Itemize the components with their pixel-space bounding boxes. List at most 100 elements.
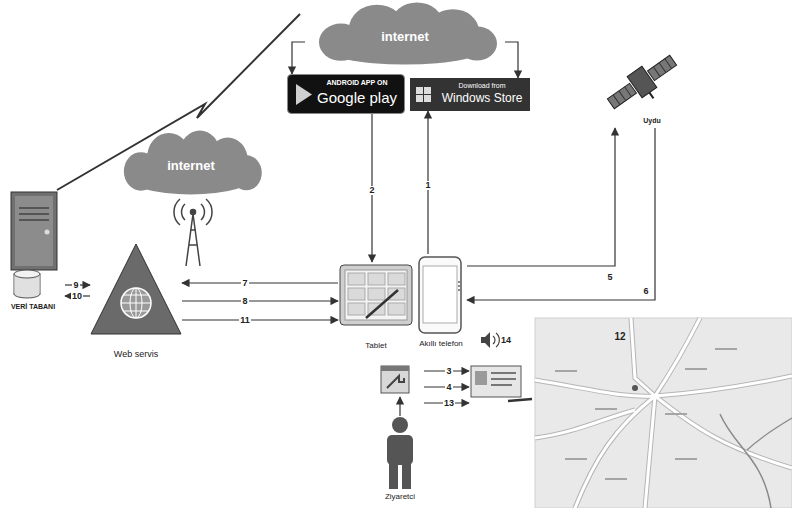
speaker-wave [493,336,495,344]
tablet-screen [345,270,407,320]
step-number: 9 [72,281,79,290]
database-icon [5,188,65,318]
screen-tile [368,273,385,285]
stylus [366,290,398,318]
cloud-lobe [457,27,497,61]
app-titlebar [381,366,409,371]
panel-stripe [659,63,666,73]
smartphone-icon [415,254,467,352]
street-mark [715,348,737,350]
flow-arrow [292,42,305,74]
screen-tile [348,288,365,300]
step-number: 11 [239,316,251,325]
badge-body [288,75,405,114]
radio-link [57,14,300,190]
card-line [491,384,512,386]
river [747,418,792,450]
satellite-body [603,50,684,121]
road-edge [655,318,700,396]
app-window [381,366,409,393]
person-leg [389,463,398,489]
step-number: 1 [424,181,431,190]
satellite: Uydu [600,50,685,128]
street-mark [555,370,577,372]
flow-arrow [467,128,615,266]
internet-cloud: internet [305,0,505,68]
map-label: 12 [614,332,625,342]
step-number: 13 [443,399,455,408]
screen-tile [388,273,405,285]
internet-cloud-label: internet [381,30,429,43]
play-logo [296,84,312,105]
server-tower [11,192,57,270]
db-top [14,270,40,278]
card-body [471,366,521,397]
solar-panel [607,83,636,108]
phone-dot [458,281,460,283]
phone-dot [458,289,460,291]
server-slot [19,213,49,215]
speaker-icon [481,332,499,348]
step-number: 14 [500,336,512,345]
flow-arrow [182,282,338,283]
phone-screen [423,266,457,323]
antenna-top [191,210,196,215]
internet-cloud-label: internet [167,159,215,172]
speaker-wave [496,333,499,347]
person-head [392,417,408,433]
server-slot [19,207,49,209]
map-icon [535,318,792,508]
panel-stripe [613,95,620,105]
satellite-label: Uydu [643,117,661,124]
app-icon [381,366,409,393]
antenna-wave [174,199,180,225]
flow-arrow [467,128,655,300]
tablet: Tablet [338,262,414,352]
visitor: Ziyaretci [375,415,425,503]
antenna-wave [206,199,212,225]
step-number: 4 [445,383,452,392]
service-triangle [91,244,181,334]
store-badge: ANDROID APP ONGoogle play [287,74,405,114]
visitor-arrow [399,397,400,416]
person-leg [402,463,411,489]
windows-logo [416,95,423,102]
antenna-wave [201,204,204,220]
speaker-body [481,332,490,348]
street-mark [685,368,707,370]
satellite-icon [600,50,685,128]
web-service: Web servis [90,240,182,368]
antenna-mast [186,214,200,266]
tablet-label: Tablet [365,342,386,350]
badge-body [410,78,530,111]
visitor-label: Ziyaretci [385,493,415,501]
tablet-icon [338,262,414,352]
step-number: 6 [642,287,649,296]
road-edge [655,396,792,468]
road [655,396,792,468]
road-edge [535,410,635,438]
tablet-body [340,265,412,325]
server-slot [19,219,49,221]
street-mark [595,408,617,410]
antenna-bar [189,244,197,246]
server-button [45,230,50,235]
street-mark [675,458,697,460]
panel-stripe [625,87,632,97]
satellite-core [627,66,657,98]
panel-stripe [619,91,626,101]
card-pen [508,399,532,401]
person-body [387,435,413,465]
road [535,376,792,396]
web-service-label: Web servis [114,350,158,359]
smartphone-label: Akıllı telefon [419,340,463,348]
phone-dot [458,285,460,287]
screen-tile [348,273,365,285]
panel-stripe [665,59,672,69]
app-arrow [387,376,404,388]
card-line [491,378,516,380]
store-badge: Download fromWindows Store [410,78,530,111]
store-badge-label: Download from [458,82,505,89]
screen-tile [368,288,385,300]
